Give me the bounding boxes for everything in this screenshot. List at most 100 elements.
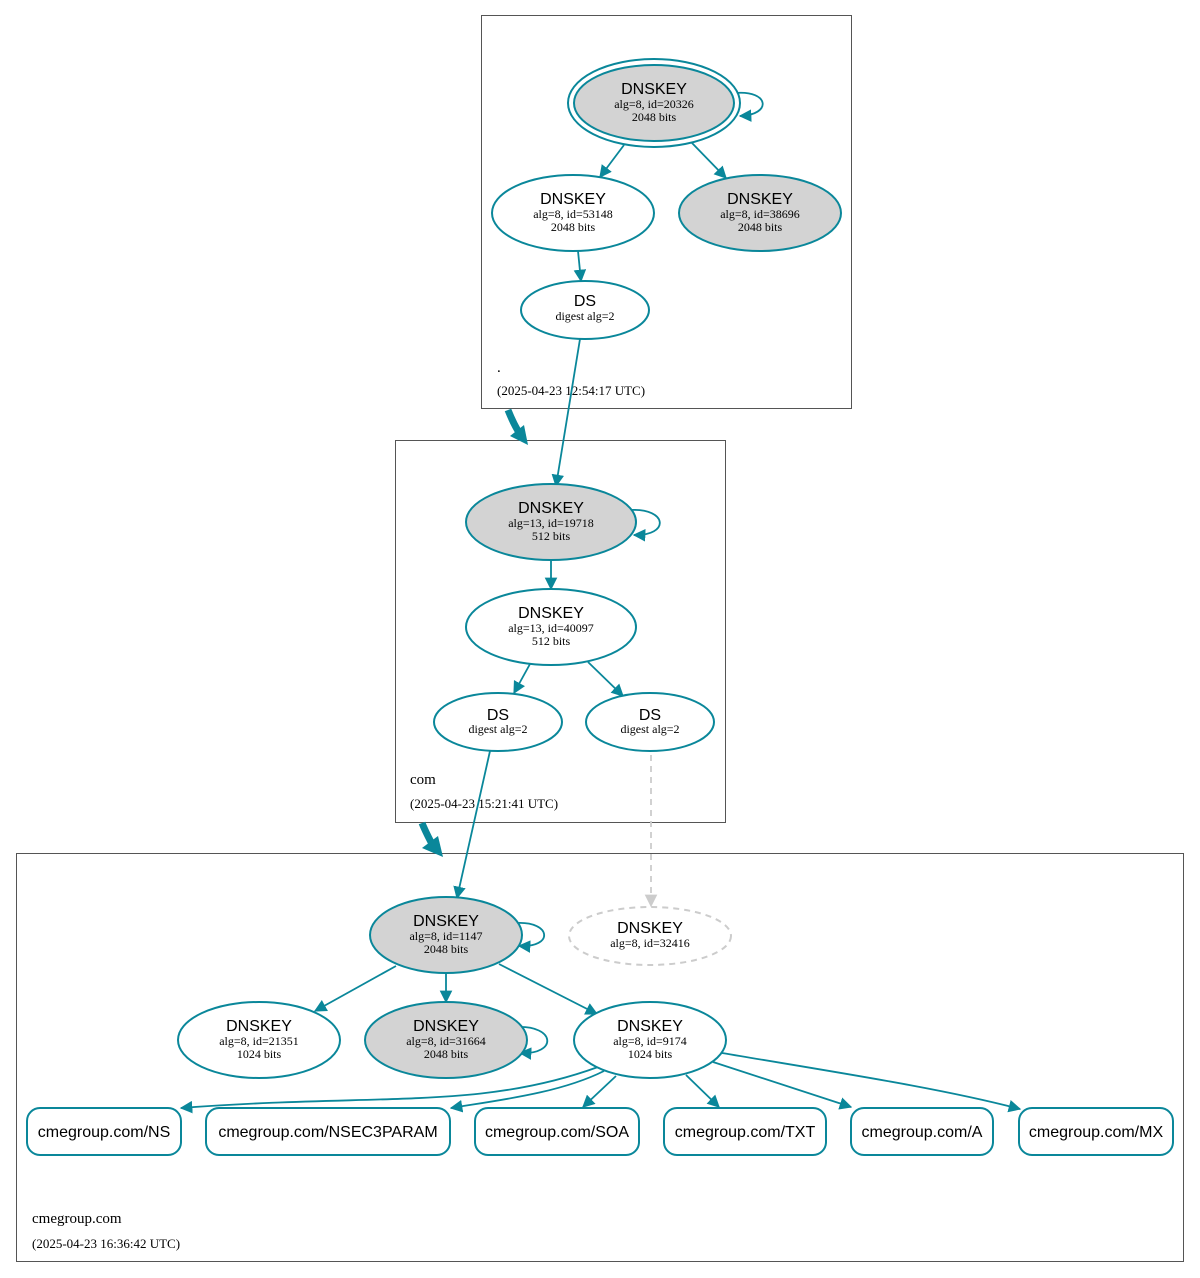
node-cme-zsk-title: DNSKEY — [617, 1018, 683, 1035]
rrset-nsec3param-box — [205, 1107, 451, 1156]
node-root-zsk-title: DNSKEY — [540, 191, 606, 208]
node-root-zsk-ellipse — [491, 174, 655, 252]
node-cme-31664-ellipse — [364, 1001, 528, 1079]
node-cme-31664-line1: alg=8, id=31664 — [406, 1034, 486, 1048]
node-cme-21351[interactable]: DNSKEY alg=8, id=21351 1024 bits — [177, 1001, 341, 1079]
edge-com-ds1-cme-ksk — [453, 750, 491, 900]
node-cme-21351-line2: 1024 bits — [237, 1047, 282, 1061]
node-com-ds2-ellipse — [585, 692, 715, 752]
node-com-ds1-ellipse — [433, 692, 563, 752]
edge-com-zsk-ds1 — [513, 663, 531, 695]
rrset-soa-box — [474, 1107, 640, 1156]
node-root-key2-title: DNSKEY — [727, 191, 793, 208]
node-root-key2-line2: 2048 bits — [738, 220, 783, 234]
node-com-zsk-line2: 512 bits — [532, 634, 571, 648]
node-root-ds[interactable]: DS digest alg=2 — [520, 280, 650, 340]
delegation-arrowhead-root-com — [510, 425, 528, 445]
node-cme-ksk-title: DNSKEY — [413, 913, 479, 930]
node-com-ds2[interactable]: DS digest alg=2 — [585, 692, 715, 752]
zone-timestamp-com: (2025-04-23 15:21:41 UTC) — [410, 796, 558, 811]
zone-box-cmegroup — [16, 853, 1184, 1262]
zone-name-com: com — [410, 772, 436, 788]
node-cme-zsk-ellipse — [573, 1001, 727, 1079]
node-root-ksk-line2: 2048 bits — [632, 110, 677, 124]
node-root-ds-title: DS — [574, 293, 596, 310]
edge-cme-zsk-a — [712, 1061, 853, 1110]
node-com-ds2-title: DS — [639, 707, 661, 724]
node-com-ksk-title: DNSKEY — [518, 500, 584, 517]
node-com-ksk-line2: 512 bits — [532, 529, 571, 543]
node-com-ksk[interactable]: DNSKEY alg=13, id=19718 512 bits — [465, 483, 637, 561]
node-cme-zsk-line2: 1024 bits — [628, 1047, 673, 1061]
node-com-ds1-line1: digest alg=2 — [468, 722, 527, 736]
edge-root-ksk-zsk — [599, 144, 625, 179]
node-com-ds1[interactable]: DS digest alg=2 — [433, 692, 563, 752]
rrset-txt[interactable]: cmegroup.com/TXT — [663, 1107, 827, 1156]
node-cme-missing[interactable]: DNSKEY alg=8, id=32416 — [568, 906, 732, 966]
edge-self-cme-31664 — [515, 1026, 549, 1060]
node-root-ds-ellipse — [520, 280, 650, 340]
edge-self-com-ksk — [629, 509, 661, 542]
rrset-nsec3param[interactable]: cmegroup.com/NSEC3PARAM — [205, 1107, 451, 1156]
rrset-a-label: cmegroup.com/A — [862, 1124, 983, 1141]
zone-name-cmegroup: cmegroup.com — [32, 1211, 122, 1227]
edge-self-cme-ksk — [515, 922, 546, 953]
node-root-key2-line1: alg=8, id=38696 — [720, 207, 800, 221]
zone-timestamp-cmegroup: (2025-04-23 16:36:42 UTC) — [32, 1236, 180, 1251]
node-cme-ksk[interactable]: DNSKEY alg=8, id=1147 2048 bits — [369, 896, 523, 974]
zone-box-root — [481, 15, 852, 409]
edge-cme-zsk-soa — [582, 1075, 617, 1108]
rrset-a[interactable]: cmegroup.com/A — [850, 1107, 994, 1156]
node-root-zsk-line1: alg=8, id=53148 — [533, 207, 613, 221]
node-com-ds2-line1: digest alg=2 — [620, 722, 679, 736]
node-cme-missing-line1: alg=8, id=32416 — [610, 936, 690, 950]
node-cme-ksk-line1: alg=8, id=1147 — [409, 929, 482, 943]
edge-root-ds-com-ksk — [551, 338, 581, 488]
node-com-zsk[interactable]: DNSKEY alg=13, id=40097 512 bits — [465, 588, 637, 666]
node-root-ksk-title: DNSKEY — [621, 81, 687, 98]
node-com-ds1-title: DS — [487, 707, 509, 724]
node-com-ksk-ellipse — [465, 483, 637, 561]
rrset-txt-box — [663, 1107, 827, 1156]
zone-box-com — [395, 440, 726, 823]
edge-root-ksk-key2 — [691, 142, 727, 179]
node-cme-zsk-line1: alg=8, id=9174 — [613, 1034, 687, 1048]
edge-self-root-ksk — [734, 91, 764, 122]
edge-cme-ksk-zsk — [498, 963, 599, 1015]
edge-cme-zsk-ns — [179, 1066, 599, 1114]
node-cme-31664-title: DNSKEY — [413, 1018, 479, 1035]
node-cme-missing-ellipse — [568, 906, 732, 966]
rrset-ns[interactable]: cmegroup.com/NS — [26, 1107, 182, 1156]
rrset-mx[interactable]: cmegroup.com/MX — [1018, 1107, 1174, 1156]
rrset-ns-box — [26, 1107, 182, 1156]
edge-root-zsk-ds — [573, 250, 587, 283]
rrset-mx-box — [1018, 1107, 1174, 1156]
rrset-nsec3param-label: cmegroup.com/NSEC3PARAM — [218, 1124, 437, 1141]
node-cme-21351-ellipse — [177, 1001, 341, 1079]
node-root-zsk-line2: 2048 bits — [551, 220, 596, 234]
node-root-ksk-inner — [573, 64, 735, 142]
node-root-zsk[interactable]: DNSKEY alg=8, id=53148 2048 bits — [491, 174, 655, 252]
node-com-zsk-line1: alg=13, id=40097 — [508, 621, 594, 635]
node-cme-21351-title: DNSKEY — [226, 1018, 292, 1035]
edge-cme-zsk-txt — [685, 1074, 720, 1108]
rrset-soa-label: cmegroup.com/SOA — [485, 1124, 629, 1141]
node-root-ksk[interactable]: DNSKEY alg=8, id=20326 2048 bits — [567, 58, 741, 148]
rrset-soa[interactable]: cmegroup.com/SOA — [474, 1107, 640, 1156]
zone-name-root: . — [497, 360, 501, 376]
node-cme-31664[interactable]: DNSKEY alg=8, id=31664 2048 bits — [364, 1001, 528, 1079]
rrset-mx-label: cmegroup.com/MX — [1029, 1124, 1164, 1141]
node-cme-missing-title: DNSKEY — [617, 920, 683, 937]
edge-cme-zsk-mx — [721, 1052, 1022, 1113]
edge-com-zsk-ds2 — [587, 661, 624, 697]
delegation-arrowhead-com-cmegroup — [422, 836, 443, 857]
edge-cme-ksk-21351 — [313, 965, 397, 1012]
node-cme-31664-line2: 2048 bits — [424, 1047, 469, 1061]
node-cme-zsk[interactable]: DNSKEY alg=8, id=9174 1024 bits — [573, 1001, 727, 1079]
edge-cme-zsk-nsec3param — [449, 1070, 605, 1113]
node-cme-ksk-line2: 2048 bits — [424, 942, 469, 956]
node-cme-21351-line1: alg=8, id=21351 — [219, 1034, 299, 1048]
node-root-key2[interactable]: DNSKEY alg=8, id=38696 2048 bits — [678, 174, 842, 252]
node-com-zsk-ellipse — [465, 588, 637, 666]
